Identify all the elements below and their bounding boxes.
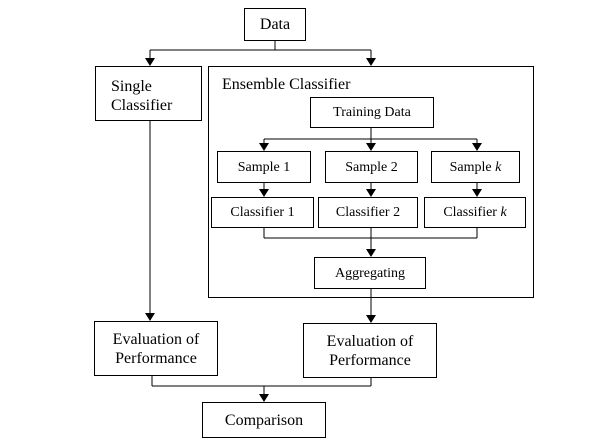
- sample-1-box: Sample 1: [217, 151, 311, 183]
- arrowhead: [259, 189, 269, 197]
- sample-k-label: Sample k: [449, 159, 502, 175]
- data-box: Data: [244, 8, 306, 41]
- arrowhead: [366, 315, 376, 323]
- evaluation-ensemble-box: Evaluation of Performance: [303, 323, 437, 378]
- classifier-1-label: Classifier 1: [230, 205, 295, 220]
- arrowhead: [366, 249, 376, 257]
- training-data-box: Training Data: [310, 97, 434, 128]
- comparison-box: Comparison: [202, 402, 326, 438]
- arrowhead: [259, 143, 269, 151]
- evaluation-single-box: Evaluation of Performance: [94, 321, 218, 376]
- classifier-2-box: Classifier 2: [318, 197, 418, 228]
- classifier-2-label: Classifier 2: [335, 205, 401, 220]
- arrowhead: [366, 143, 376, 151]
- arrowhead: [472, 189, 482, 197]
- single-classifier-line-2: Classifier: [111, 97, 173, 114]
- sample-2-box: Sample 2: [325, 151, 418, 183]
- single-classifier-box: Single Classifier: [95, 66, 202, 121]
- classifier-k-label: Classifier k: [443, 205, 507, 220]
- aggregating-label: Aggregating: [335, 265, 405, 281]
- evaluation-ensemble-line-1: Evaluation of: [326, 332, 414, 350]
- sample-k-box: Sample k: [431, 151, 520, 183]
- ensemble-classifier-box: Ensemble Classifier: [208, 66, 534, 298]
- evaluation-ensemble-line-2: Performance: [329, 351, 411, 369]
- sample-1-label: Sample 1: [237, 159, 291, 175]
- comparison-label: Comparison: [224, 411, 304, 429]
- evaluation-single-line-2: Performance: [115, 349, 197, 367]
- single-classifier-line-1: Single: [111, 78, 152, 95]
- ensemble-classifier-title: Ensemble Classifier: [222, 76, 351, 93]
- classifier-k-box: Classifier k: [424, 197, 526, 228]
- training-data-label: Training Data: [333, 105, 411, 120]
- arrowhead: [145, 313, 155, 321]
- arrowhead: [472, 143, 482, 151]
- arrowhead: [259, 394, 269, 402]
- evaluation-single-line-1: Evaluation of: [112, 330, 200, 348]
- arrowhead: [145, 58, 155, 66]
- arrowhead: [366, 58, 376, 66]
- data-label: Data: [259, 16, 291, 33]
- aggregating-box: Aggregating: [314, 257, 426, 289]
- arrowhead: [366, 189, 376, 197]
- classifier-1-box: Classifier 1: [211, 197, 314, 228]
- sample-2-label: Sample 2: [345, 159, 398, 175]
